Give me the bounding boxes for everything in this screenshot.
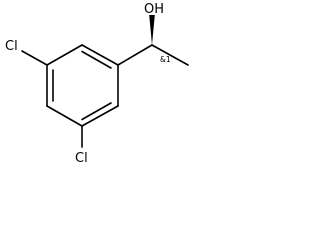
stereo-descriptor: &1 <box>160 55 171 64</box>
wedge-bond-oh <box>149 15 155 45</box>
chlorine-bottom-label: Cl <box>75 151 88 166</box>
bond-ring-to-stereocenter <box>117 44 153 66</box>
ring-bond-c2-c3 <box>46 44 83 66</box>
benzene-ring <box>46 44 119 127</box>
ring-double-bond-c5-c6 <box>81 102 112 121</box>
ring-double-bond-c1-c2 <box>81 50 112 69</box>
chlorine-top-label: Cl <box>5 39 18 54</box>
bond-c3-cl-top <box>21 50 48 66</box>
ring-bond-c4-c5 <box>46 105 83 127</box>
chemical-structure: OH Cl Cl &1 <box>5 2 189 166</box>
bond-stereocenter-methyl <box>151 44 189 66</box>
ring-bond-c1-c2 <box>81 44 119 66</box>
hydroxyl-label: OH <box>144 2 164 17</box>
ring-bond-c5-c6 <box>81 105 119 127</box>
